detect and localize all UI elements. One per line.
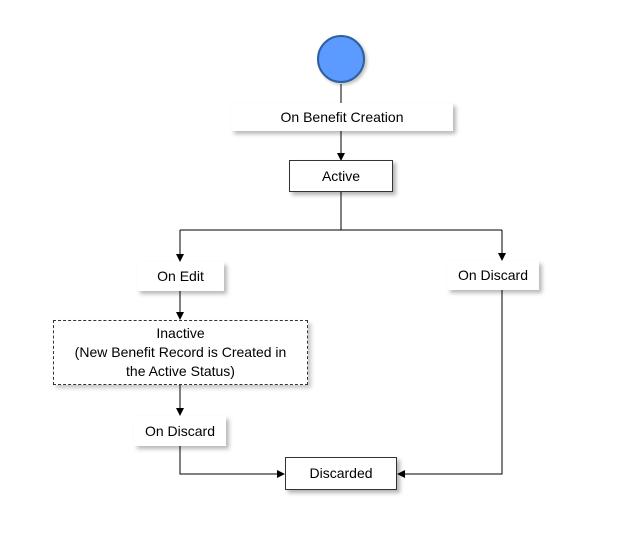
start-node-icon [317,35,365,83]
edge-on-discard-left-to-discarded [179,446,285,478]
label-on-discard-right: On Discard [447,261,539,290]
state-discarded: Discarded [285,457,397,490]
state-discarded-text: Discarded [309,465,373,481]
edge-on-discard-right-to-discarded [397,290,503,478]
state-active: Active [289,160,393,192]
state-inactive-title: Inactive [156,325,205,341]
label-on-edit: On Edit [137,262,224,291]
label-on-discard-right-text: On Discard [457,267,529,283]
state-active-text: Active [321,167,361,184]
label-on-benefit-creation: On Benefit Creation [231,103,453,131]
label-on-discard-left: On Discard [134,416,226,446]
label-on-discard-left-text: On Discard [144,422,216,439]
state-inactive-note-line2: the Active Status) [126,363,235,379]
label-on-benefit-creation-text: On Benefit Creation [280,108,404,125]
state-inactive-note-line1: (New Benefit Record is Created in [74,344,287,360]
state-inactive: Inactive (New Benefit Record is Created … [53,320,308,385]
label-on-edit-text: On Edit [157,268,204,284]
